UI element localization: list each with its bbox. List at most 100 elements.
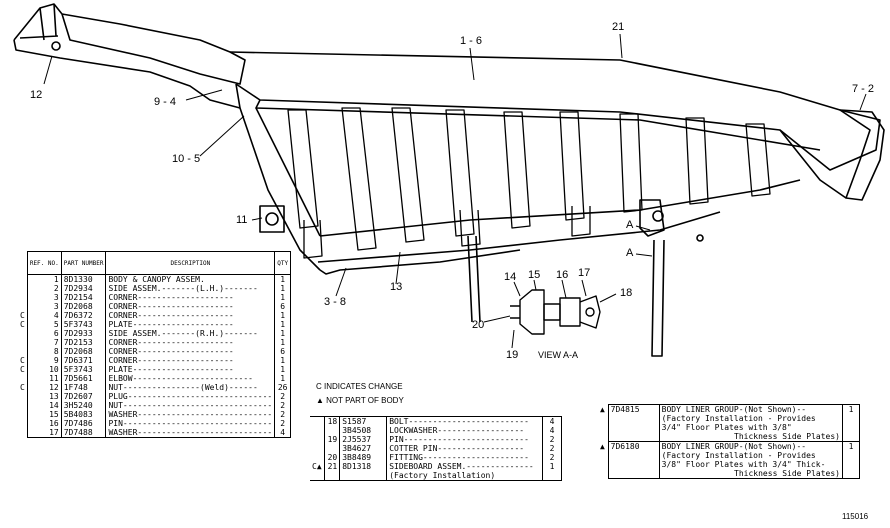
- description: CORNER--------------------: [108, 293, 234, 302]
- quantity: 2: [274, 419, 292, 428]
- quantity: 1: [274, 311, 292, 320]
- callout-17: 17: [578, 267, 591, 279]
- legend-not-part-note: ▲ NOT PART OF BODY: [316, 396, 404, 405]
- ref-number: 1: [26, 274, 62, 284]
- header-qty: QTY: [274, 251, 292, 275]
- part-number: 7D5661: [61, 374, 107, 383]
- ref-number: 20: [324, 453, 341, 462]
- quantity: 1: [274, 320, 292, 329]
- description: LOCKWASHER------------------: [389, 426, 525, 435]
- part-number: 7D2934: [61, 284, 107, 293]
- description: CORNER--------------------: [108, 356, 234, 365]
- callout-3-8: 3 - 8: [324, 296, 347, 308]
- part-number: 1F748: [61, 383, 107, 392]
- description-line: (Factory Installation - Provides: [661, 451, 816, 460]
- quantity: 1: [274, 365, 292, 374]
- ref-number: 13: [26, 392, 62, 401]
- part-number: 5F3743: [61, 365, 107, 374]
- ref-number: 2: [26, 284, 62, 293]
- description: CORNER--------------------: [108, 311, 234, 320]
- quantity: 1: [274, 274, 292, 284]
- part-number: 8D1318: [339, 462, 388, 471]
- description-line: BODY LINER GROUP-(Not Shown)--: [661, 442, 807, 451]
- quantity: 1: [842, 441, 860, 479]
- quantity: 2: [542, 444, 562, 453]
- ref-number: 3: [26, 293, 62, 302]
- part-number: 7D7488: [61, 428, 107, 438]
- part-number: 7D2607: [61, 392, 107, 401]
- part-number: 5B4083: [61, 410, 107, 419]
- description-line: 3/4" Floor Plates with 3/8": [661, 423, 792, 432]
- part-number: 7D4815: [607, 404, 660, 442]
- table-row: (Factory Installation): [310, 471, 562, 481]
- part-number: 7D2068: [61, 302, 107, 311]
- ref-number: 5: [26, 320, 62, 329]
- quantity: 1: [274, 356, 292, 365]
- callout-21: 21: [612, 21, 625, 33]
- change-mark: [18, 410, 27, 419]
- part-number: S1587: [339, 416, 388, 426]
- change-mark: [18, 392, 27, 401]
- quantity: 2: [542, 435, 562, 444]
- ref-number: [324, 426, 341, 435]
- ref-number: 8: [26, 347, 62, 356]
- top-rail: [229, 51, 881, 171]
- part-number: 5F3743: [61, 320, 107, 329]
- ref-number: 9: [26, 356, 62, 365]
- description: NUT-------------------------------: [108, 401, 273, 410]
- quantity: 1: [274, 374, 292, 383]
- part-number: 2J5537: [339, 435, 388, 444]
- elbow-fitting: [259, 205, 285, 233]
- not-part-mark: ▲: [600, 441, 605, 451]
- part-number: 7D7486: [61, 419, 107, 428]
- quantity: 4: [542, 416, 562, 426]
- ref-number: 16: [26, 419, 62, 428]
- view-aa-assembly: [510, 289, 601, 335]
- ref-number: 10: [26, 365, 62, 374]
- change-mark: [310, 435, 325, 444]
- description: SIDE ASSEM.-------(L.H.)-------: [108, 284, 258, 293]
- change-mark: [18, 374, 27, 383]
- callout-a-lower: A: [626, 247, 634, 259]
- ref-number: 3: [26, 302, 62, 311]
- callout-18: 18: [620, 287, 633, 299]
- ref-number: [324, 471, 341, 481]
- description: PIN-------------------------------: [108, 419, 273, 428]
- change-mark: C: [20, 320, 25, 329]
- description-line: Thickness Side Plates): [734, 469, 840, 478]
- description: (Factory Installation): [386, 471, 543, 481]
- callout-20: 20: [472, 319, 485, 331]
- header-ref: REF. NO.: [26, 251, 62, 275]
- part-number: 7D2933: [61, 329, 107, 338]
- ref-number: 14: [26, 401, 62, 410]
- description: CORNER--------------------: [108, 338, 234, 347]
- quantity: 2: [542, 453, 562, 462]
- description: BODY LINER GROUP-(Not Shown)--(Factory I…: [659, 441, 843, 479]
- quantity: 2: [274, 401, 292, 410]
- change-mark: [310, 453, 325, 462]
- description: PLATE---------------------: [108, 320, 234, 329]
- callout-15: 15: [528, 269, 541, 281]
- change-mark: [18, 284, 27, 293]
- description: CORNER--------------------: [108, 302, 234, 311]
- description-line: Thickness Side Plates): [734, 432, 840, 441]
- description: PLATE---------------------: [108, 365, 234, 374]
- change-mark: [18, 302, 27, 311]
- change-mark: [18, 419, 27, 428]
- callout-16: 16: [556, 269, 569, 281]
- quantity: 1: [274, 293, 292, 302]
- part-number: 7D2154: [61, 293, 107, 302]
- ref-number: 15: [26, 410, 62, 419]
- change-mark: C: [20, 383, 25, 392]
- description: WASHER----------------------------: [108, 410, 273, 419]
- callout-9-4: 9 - 4: [154, 96, 177, 108]
